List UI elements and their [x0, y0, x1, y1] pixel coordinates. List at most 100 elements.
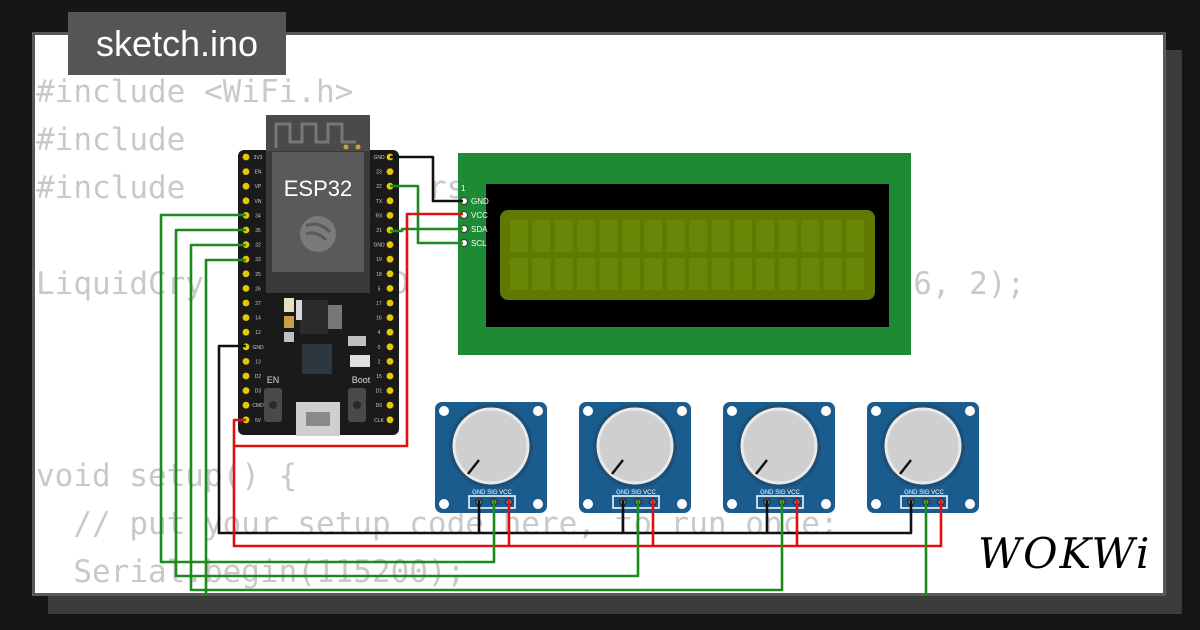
- esp32-pin[interactable]: [242, 153, 250, 161]
- potentiometer[interactable]: GND SIG VCC: [579, 402, 691, 513]
- esp32-pin[interactable]: [386, 401, 394, 409]
- esp32-pin[interactable]: [242, 358, 250, 365]
- knob[interactable]: [452, 407, 530, 485]
- lcd-cell: [846, 220, 864, 252]
- wire-signal-3: [189, 243, 784, 592]
- esp32-pin-label: RX: [376, 213, 384, 219]
- lcd-cell: [644, 220, 663, 252]
- lcd-cell: [711, 258, 730, 290]
- lcd-pin-label: VCC: [471, 211, 488, 220]
- esp32-pin-label: 33: [255, 257, 261, 263]
- lcd-cell: [554, 258, 573, 290]
- esp32-pin-label: 23: [376, 170, 382, 176]
- esp32-left-pins: 3V3ENVPVN343532332526271412GND13D2D3CMD5…: [242, 153, 264, 424]
- esp32-pin[interactable]: [242, 314, 250, 321]
- esp32-board[interactable]: ESP32 EN Boot 3V3ENVPVN34353233252627141…: [238, 115, 399, 436]
- knob[interactable]: [884, 407, 962, 485]
- esp32-pin[interactable]: [386, 168, 394, 176]
- lcd-cell: [622, 220, 640, 252]
- esp32-pin-label: 13: [255, 359, 261, 365]
- code-line: void setup() {: [36, 458, 298, 494]
- potentiometer[interactable]: GND SIG VCC: [435, 402, 547, 513]
- lcd-cell: [599, 258, 618, 290]
- esp32-pin-label: 25: [255, 272, 261, 278]
- esp32-pin[interactable]: [386, 299, 394, 307]
- esp32-pin[interactable]: [386, 387, 394, 394]
- potentiometers: GND SIG VCC GND SIG VCC GND SIG VCC GND SIG…: [435, 402, 979, 513]
- potentiometer[interactable]: GND SIG VCC: [723, 402, 835, 513]
- esp32-pin-label: 12: [255, 330, 261, 336]
- code-line: #include: [36, 122, 186, 158]
- lcd-pin-index: 1: [461, 184, 466, 193]
- lcd-cell: [510, 220, 528, 252]
- en-label: EN: [267, 375, 280, 385]
- lcd-cell: [622, 258, 640, 290]
- lcd-cell: [577, 258, 596, 290]
- esp32-pin[interactable]: [242, 401, 250, 409]
- esp32-pin-label: 17: [376, 301, 382, 307]
- wire-signal-4: [204, 258, 246, 596]
- esp32-pin[interactable]: [386, 212, 394, 219]
- esp32-pin-label: 2: [378, 359, 381, 365]
- lcd-cell: [734, 258, 752, 290]
- lcd-cell: [599, 220, 618, 252]
- esp32-pin-label: 5V: [255, 418, 262, 424]
- esp32-pin-label: D3: [255, 389, 262, 395]
- esp32-pin-label: GND: [252, 345, 264, 351]
- lcd-cell: [823, 258, 842, 290]
- esp32-pin[interactable]: [242, 285, 250, 292]
- lcd-cell: [801, 258, 820, 290]
- boot-label: Boot: [352, 375, 371, 385]
- esp32-pin[interactable]: [242, 168, 250, 176]
- esp32-pin-label: VP: [255, 184, 262, 190]
- esp32-pin-label: GND: [373, 155, 385, 161]
- esp32-pin[interactable]: [386, 328, 394, 336]
- esp32-pin[interactable]: [386, 372, 394, 380]
- lcd-cell: [734, 220, 752, 252]
- potentiometer[interactable]: GND SIG VCC: [867, 402, 979, 513]
- esp32-pin[interactable]: [242, 270, 250, 278]
- esp32-label: ESP32: [284, 176, 353, 201]
- lcd-cell: [846, 258, 864, 290]
- esp32-pin[interactable]: [386, 241, 394, 249]
- esp32-pin[interactable]: [386, 285, 394, 292]
- esp32-pin-label: 32: [255, 243, 261, 249]
- wire-gnd-lcd: [390, 155, 463, 203]
- esp32-pin-label: 0: [378, 345, 381, 351]
- knob[interactable]: [596, 407, 674, 485]
- lcd-cell: [711, 220, 730, 252]
- esp32-pin-label: TX: [376, 199, 383, 205]
- esp32-pin[interactable]: [242, 197, 250, 205]
- esp32-pin[interactable]: [386, 197, 394, 205]
- esp32-pin[interactable]: [386, 314, 394, 321]
- wokwi-logo: WOKWi: [978, 529, 1152, 578]
- wires: [159, 155, 943, 596]
- esp32-pin[interactable]: [386, 343, 394, 351]
- esp32-pin-label: VN: [255, 199, 262, 205]
- esp32-pin[interactable]: [386, 416, 394, 424]
- esp32-pin[interactable]: [386, 358, 394, 365]
- esp32-pin[interactable]: [242, 299, 250, 307]
- esp32-pin[interactable]: [386, 270, 394, 278]
- esp32-pin[interactable]: [242, 372, 250, 380]
- esp32-pin-label: GND: [373, 243, 385, 249]
- file-tab[interactable]: sketch.ino: [68, 12, 286, 75]
- lcd-pin-label: SCL: [471, 239, 487, 248]
- potentiometer-pin-labels: GND SIG VCC: [904, 490, 944, 496]
- esp32-pin[interactable]: [242, 182, 250, 190]
- wire-sda: [390, 227, 463, 233]
- lcd-cell: [756, 220, 775, 252]
- esp32-pin[interactable]: [386, 255, 394, 263]
- esp32-pin-label: 3V3: [254, 155, 263, 161]
- lcd-cell: [510, 258, 528, 290]
- esp32-pin-label: 15: [376, 374, 382, 380]
- esp32-pin[interactable]: [242, 328, 250, 336]
- esp32-pin-label: 18: [376, 272, 382, 278]
- esp32-pin-label: 35: [255, 228, 261, 234]
- esp32-pin[interactable]: [242, 387, 250, 394]
- knob[interactable]: [740, 407, 818, 485]
- lcd-character-grid: [510, 220, 864, 290]
- lcd-cell: [778, 258, 797, 290]
